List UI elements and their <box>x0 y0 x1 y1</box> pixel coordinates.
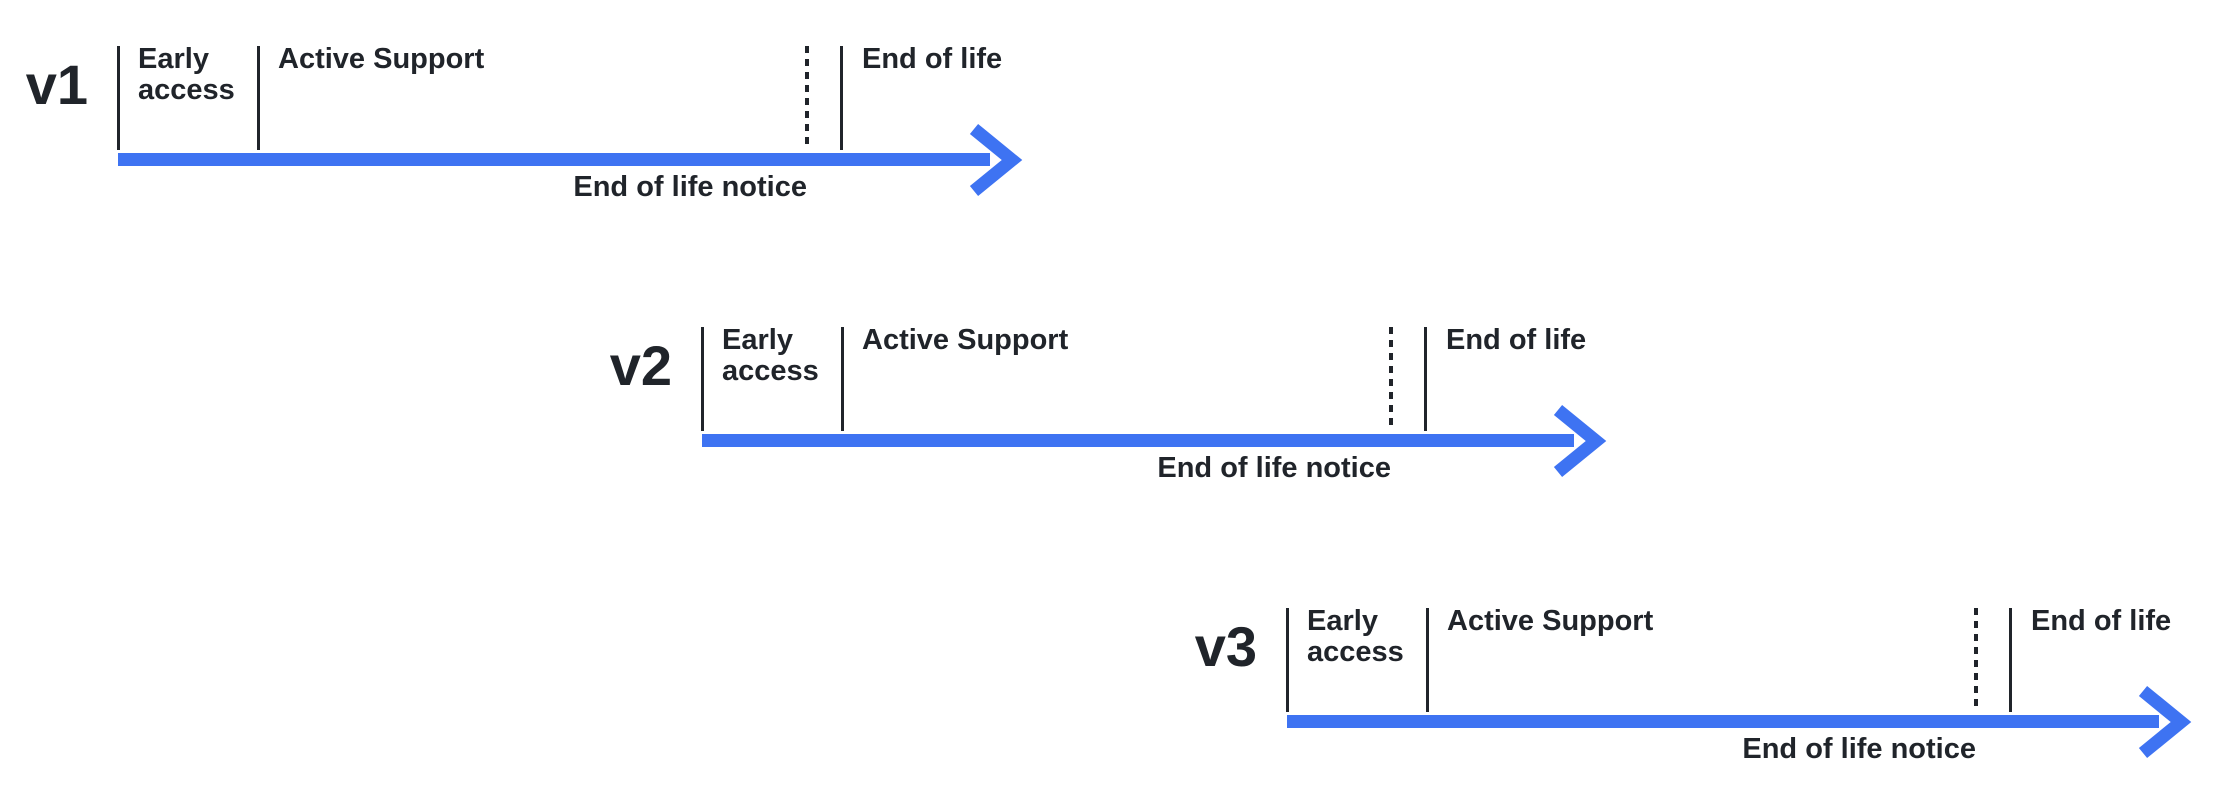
end-of-life-tick <box>2009 608 2012 712</box>
active-support-start-tick <box>257 46 260 150</box>
arrow-head-icon <box>2138 685 2192 759</box>
eol-notice-dashed-tick <box>1389 327 1393 431</box>
early-access-label: Early access <box>138 43 235 106</box>
active-support-label: Active Support <box>862 324 1069 356</box>
eol-notice-dashed-tick <box>805 46 809 150</box>
eol-notice-dashed-tick <box>1974 608 1978 712</box>
early-access-start-tick <box>117 46 120 150</box>
timeline-arrow-icon <box>702 404 1607 478</box>
timeline-v3: v3 Early access Active Support End of li… <box>1195 605 2192 783</box>
active-support-label: Active Support <box>1447 605 1654 637</box>
arrow-shaft <box>702 434 1574 447</box>
timeline-arrow-icon <box>1287 685 2192 759</box>
timeline-arrow-icon <box>118 123 1023 197</box>
version-label: v1 <box>25 53 88 116</box>
active-support-start-tick <box>841 327 844 431</box>
version-label: v3 <box>1194 615 1257 678</box>
active-support-label: Active Support <box>278 43 485 75</box>
early-access-start-tick <box>1286 608 1289 712</box>
end-of-life-notice-label: End of life notice <box>1742 733 1976 765</box>
arrow-head-icon <box>1553 404 1607 478</box>
end-of-life-notice-label: End of life notice <box>573 171 807 203</box>
timeline-v1: v1 Early access Active Support End of li… <box>26 43 1023 221</box>
early-access-label: Early access <box>1307 605 1404 668</box>
early-access-start-tick <box>701 327 704 431</box>
end-of-life-notice-label: End of life notice <box>1157 452 1391 484</box>
early-access-label: Early access <box>722 324 819 387</box>
timeline-v2: v2 Early access Active Support End of li… <box>610 324 1607 502</box>
end-of-life-label: End of life <box>2031 605 2172 637</box>
end-of-life-label: End of life <box>862 43 1003 75</box>
end-of-life-label: End of life <box>1446 324 1587 356</box>
end-of-life-tick <box>1424 327 1427 431</box>
active-support-start-tick <box>1426 608 1429 712</box>
arrow-shaft <box>118 153 990 166</box>
version-label: v2 <box>609 334 672 397</box>
arrow-shaft <box>1287 715 2159 728</box>
end-of-life-tick <box>840 46 843 150</box>
arrow-head-icon <box>969 123 1023 197</box>
